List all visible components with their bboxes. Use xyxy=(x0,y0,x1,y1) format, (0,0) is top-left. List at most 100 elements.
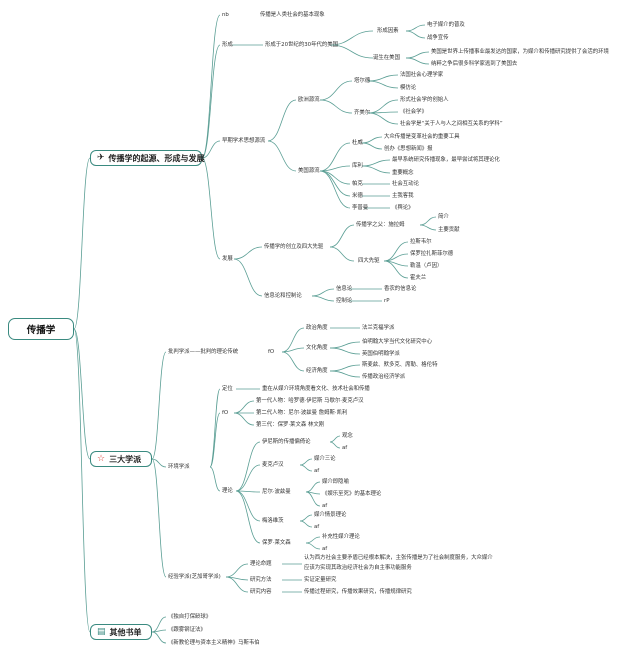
branch-other-books[interactable]: ▤其他书单 xyxy=(90,624,152,640)
node-sida-1[interactable]: 拉斯韦尔 xyxy=(410,239,432,245)
node-gen2[interactable]: 第二代人物：尼尔·波兹曼 詹姆斯·凯利 xyxy=(256,410,348,416)
node-neirong[interactable]: 研究内容 xyxy=(250,589,272,595)
node-simmel[interactable]: 齐美尔 xyxy=(354,110,371,116)
node-nb-text[interactable]: 传播是人类社会的基本现象 xyxy=(260,12,325,18)
node-dingwei-1[interactable]: 重在从媒介环境角度看文化、技术社会和传播 xyxy=(262,386,370,392)
node-xcyinsu-2[interactable]: 战争宣传 xyxy=(427,35,449,41)
node-postman-2[interactable]: 《娱乐至死》的基本理论 xyxy=(322,491,382,497)
node-tarde-2[interactable]: 模仿论 xyxy=(400,85,417,91)
node-lilun[interactable]: 理论 xyxy=(222,488,233,494)
node-jingji[interactable]: 经济角度 xyxy=(306,368,328,374)
node-sida-3[interactable]: 勒温（卢因） xyxy=(410,263,443,269)
node-sida-2[interactable]: 保罗拉扎斯菲尔德 xyxy=(410,251,454,257)
node-mcluhan-1[interactable]: 媒介三论 xyxy=(314,456,336,462)
node-book2[interactable]: 《跟雾钢证法》 xyxy=(168,627,206,633)
node-huanjing[interactable]: 环境学派 xyxy=(168,464,190,470)
node-dewey-2[interactable]: 创办《思想新闻》报 xyxy=(384,146,433,152)
node-park[interactable]: 帕克 xyxy=(352,181,363,187)
node-jingji-2[interactable]: 传播政治经济学派 xyxy=(362,374,406,380)
branch-origin-development[interactable]: ✈传播学的起源、形成与发展 xyxy=(90,150,205,166)
node-lippmann[interactable]: 李普曼 xyxy=(352,205,369,211)
node-fazhan[interactable]: 发展 xyxy=(222,256,233,262)
node-dewey-1[interactable]: 大众传播是变革社会的重要工具 xyxy=(384,134,460,140)
node-nb[interactable]: nb xyxy=(222,12,229,18)
node-fo2[interactable]: fO xyxy=(222,410,229,416)
node-fangfa[interactable]: 研究方法 xyxy=(250,577,272,583)
node-zhengzhi-1[interactable]: 法兰克福学派 xyxy=(362,325,395,331)
node-innis-1[interactable]: 观念 xyxy=(342,433,353,439)
node-xcyinsu-1[interactable]: 电子媒介的普及 xyxy=(427,22,465,28)
node-xinxi[interactable]: 信息论和控制论 xyxy=(264,293,302,299)
node-tarde[interactable]: 塔尔德 xyxy=(354,78,371,84)
node-levinson-2[interactable]: af xyxy=(322,546,328,552)
connector xyxy=(329,246,355,262)
node-wenhua[interactable]: 文化角度 xyxy=(306,345,328,351)
node-dingwei[interactable]: 定位 xyxy=(222,386,233,392)
node-gen3[interactable]: 第三代：保罗·莱文森 林文刚 xyxy=(256,422,325,428)
node-pipan[interactable]: 批判学派——批判的理论传统 xyxy=(168,349,239,355)
node-postman-3[interactable]: af xyxy=(322,503,328,509)
node-neirong-1[interactable]: 传播过程研究，传播效果研究，传播规律研究 xyxy=(304,589,412,595)
node-pipan-fo[interactable]: fO xyxy=(268,349,275,355)
node-xingcheng[interactable]: 形成 xyxy=(222,42,233,48)
node-park-1[interactable]: 社会互动论 xyxy=(392,181,419,187)
node-cooley-1[interactable]: 最早系统研究传播现象，最早尝试将其理论化 xyxy=(392,157,500,163)
node-mcluhan-2[interactable]: af xyxy=(314,468,320,474)
node-zhengzhi[interactable]: 政治角度 xyxy=(306,325,328,331)
node-kongzhi-1[interactable]: rP xyxy=(384,298,390,304)
node-innis-2[interactable]: af xyxy=(342,445,348,451)
node-xinxilun-1[interactable]: 香农的信息论 xyxy=(384,286,417,292)
node-cooley-2[interactable]: 重要概念 xyxy=(392,170,414,176)
node-lippmann-1[interactable]: 《舆论》 xyxy=(392,205,414,211)
node-postman-1[interactable]: 媒介即隐喻 xyxy=(322,479,349,485)
node-simmel-3[interactable]: 社会学是“关于人与人之间相互关系的学科” xyxy=(400,121,503,127)
node-meyrowitz-2[interactable]: af xyxy=(314,524,320,530)
node-wenhua-2[interactable]: 英国伯明翰学派 xyxy=(362,351,400,357)
node-levinson[interactable]: 保罗·莱文森 xyxy=(262,540,291,546)
node-mingti-2[interactable]: 应该为实现其政治经济社会为自主事功能服务 xyxy=(304,565,412,571)
node-chuangli[interactable]: 传播学的创立及四大先驱 xyxy=(264,244,324,250)
node-wenhua-1[interactable]: 伯明翰大学当代文化研究中心 xyxy=(362,339,433,345)
node-sida-4[interactable]: 霍夫兰 xyxy=(410,275,427,281)
node-xinxilun[interactable]: 信息论 xyxy=(336,286,353,292)
node-mingti-1[interactable]: 认为西方社会主要矛盾已经根本解决，主张传播是为了社会制度服务，大众媒介 xyxy=(304,555,493,561)
node-schramm-1[interactable]: 简介 xyxy=(438,214,449,220)
node-dansheng-2[interactable]: 纳粹之争后很多科学家逃到了美国去 xyxy=(431,61,518,67)
node-mcluhan[interactable]: 麦克卢汉 xyxy=(262,462,284,468)
node-book3[interactable]: 《新教伦理与资本主义精神》马斯韦伯 xyxy=(168,640,260,646)
node-schramm[interactable]: 传播学之父：施拉姆 xyxy=(356,222,405,228)
node-innis[interactable]: 伊尼斯的传播偏倚论 xyxy=(262,439,311,445)
node-mingti[interactable]: 理论命题 xyxy=(250,561,272,567)
node-gen1[interactable]: 第一代人物：哈罗德·伊尼斯 马歇尔·麦克卢汉 xyxy=(256,398,364,404)
node-postman[interactable]: 尼尔·波兹曼 xyxy=(262,489,291,495)
node-xcyinsu[interactable]: 形成因素 xyxy=(377,28,399,34)
node-cooley[interactable]: 库利 xyxy=(352,163,363,169)
node-levinson-1[interactable]: 补充性媒介理论 xyxy=(322,534,360,540)
node-tarde-1[interactable]: 法国社会心理学家 xyxy=(400,72,444,78)
root-node[interactable]: 传播学 xyxy=(8,318,74,340)
connector xyxy=(329,44,374,59)
node-meyrowitz-1[interactable]: 媒介情景理论 xyxy=(314,512,347,518)
node-schramm-2[interactable]: 主要贡献 xyxy=(438,227,460,233)
node-jingji-1[interactable]: 斯麦兹、默多克、席勒、格伦特 xyxy=(362,362,438,368)
node-book1[interactable]: 《独自打保龄球》 xyxy=(168,614,212,620)
node-ouzhou[interactable]: 欧洲源流 xyxy=(298,97,320,103)
node-kongzhi[interactable]: 控制论 xyxy=(336,298,353,304)
node-sida[interactable]: 四大先驱 xyxy=(358,258,380,264)
node-dansheng-1[interactable]: 美国是世界上传播事业最发达的国家，为媒介和传播研究提供了会活的环境 xyxy=(431,49,609,55)
node-xingcheng-text[interactable]: 形成于20世纪的30年代的美国 xyxy=(265,42,339,48)
node-meiguo[interactable]: 美国源流 xyxy=(298,168,320,174)
paper-plane-icon: ✈ xyxy=(97,153,105,163)
node-fangfa-1[interactable]: 实证定量研究 xyxy=(304,577,337,583)
branch-three-schools[interactable]: ☆三大学派 xyxy=(90,451,152,467)
node-mead-1[interactable]: 主我客我 xyxy=(392,193,414,199)
node-jingyan[interactable]: 经验学派(芝加哥学派) xyxy=(168,574,221,580)
node-meyrowitz[interactable]: 梅洛维茨 xyxy=(262,518,284,524)
node-simmel-1[interactable]: 形式社会学的创始人 xyxy=(400,97,449,103)
node-dewey[interactable]: 杜威 xyxy=(352,140,363,146)
node-mead[interactable]: 米德 xyxy=(352,193,363,199)
node-simmel-2[interactable]: 《社会学》 xyxy=(400,109,427,115)
node-zaoqi[interactable]: 早期学术思想源流 xyxy=(222,138,266,144)
node-dansheng[interactable]: 诞生在美国 xyxy=(373,55,400,61)
